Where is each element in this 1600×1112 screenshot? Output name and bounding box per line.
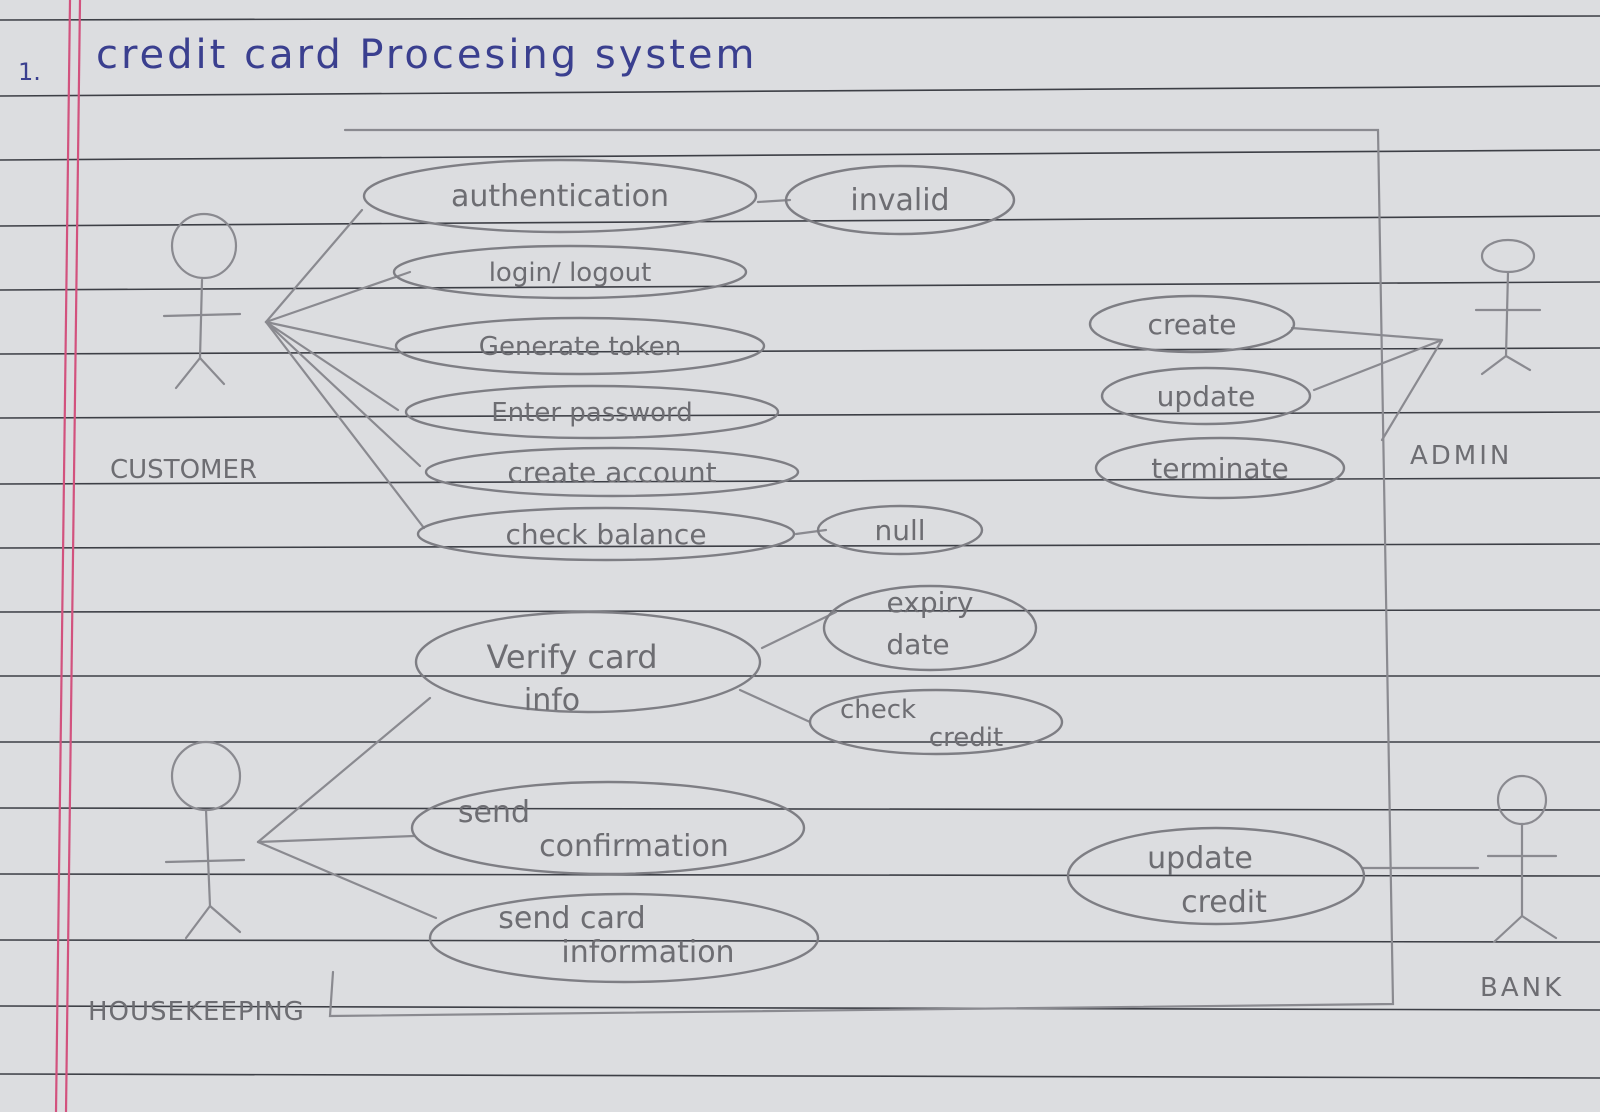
use-case-login-logout: login/ logout [392, 244, 748, 300]
use-case-send-confirmation: send confirmation [410, 780, 806, 876]
use-case-label: credit [1181, 885, 1267, 920]
use-case-label: information [561, 935, 734, 970]
associations [256, 198, 1480, 920]
page-number: 1. [18, 58, 41, 86]
use-case-send-card-information: send card information [428, 892, 820, 984]
page-title: credit card Procesing system [96, 32, 758, 78]
margin-lines [54, 0, 82, 1112]
use-case-label: create [1148, 308, 1237, 341]
use-case-generate-token: Generate token [394, 316, 766, 376]
use-case-label: send card [498, 901, 645, 936]
use-case-update-credit: update credit [1066, 826, 1366, 926]
use-case-label: expiry [887, 586, 974, 619]
use-case-enter-password: Enter password [404, 384, 780, 440]
stick-figure-icon [1474, 238, 1542, 376]
system-boundary [328, 128, 1395, 1018]
use-case-label: invalid [850, 183, 949, 218]
admin-actor: ADMIN [1410, 238, 1542, 471]
use-case-check-credit: check credit [808, 688, 1064, 756]
use-case-label: create account [507, 456, 716, 489]
use-case-expiry-date: expiry date [822, 584, 1038, 672]
use-case-terminate: terminate [1094, 436, 1346, 500]
use-case-label: Enter password [491, 398, 693, 428]
use-case-label: date [886, 628, 949, 661]
use-case-label: check [840, 695, 916, 725]
use-case-label: null [874, 514, 925, 547]
customer-label: CUSTOMER [110, 455, 257, 485]
use-case-label: send [458, 795, 530, 830]
use-case-label: info [524, 683, 580, 718]
use-case-label: update [1157, 380, 1256, 413]
use-case-label: Generate token [479, 332, 681, 362]
use-case-label: update [1147, 841, 1253, 876]
use-case-invalid: invalid [784, 164, 1016, 236]
housekeeping-label: HOUSEKEEPING [88, 997, 305, 1027]
bank-label: BANK [1480, 973, 1564, 1003]
use-case-label: credit [929, 723, 1003, 753]
stick-figure-icon [1486, 774, 1558, 944]
ruled-lines [0, 15, 1600, 1079]
use-case-label: check balance [505, 518, 706, 551]
use-case-label: login/ logout [489, 258, 652, 288]
customer-actor: CUSTOMER [110, 212, 257, 485]
stick-figure-icon [164, 740, 246, 940]
use-case-update: update [1100, 366, 1312, 426]
use-case-verify-card-info: Verify card info [414, 610, 762, 718]
bank-actor: BANK [1480, 774, 1564, 1003]
use-case-check-balance: check balance [416, 506, 796, 562]
use-case-label: authentication [451, 179, 669, 214]
use-case-label: Verify card [486, 638, 657, 676]
use-case-create-account: create account [424, 446, 800, 498]
use-case-create: create [1088, 294, 1296, 354]
use-case-authentication: authentication [362, 158, 758, 234]
use-case-label: terminate [1151, 452, 1288, 485]
use-case-label: confirmation [539, 829, 729, 864]
use-case-null: null [816, 504, 984, 556]
admin-label: ADMIN [1410, 441, 1512, 471]
housekeeping-actor: HOUSEKEEPING [88, 740, 305, 1027]
stick-figure-icon [162, 212, 242, 390]
